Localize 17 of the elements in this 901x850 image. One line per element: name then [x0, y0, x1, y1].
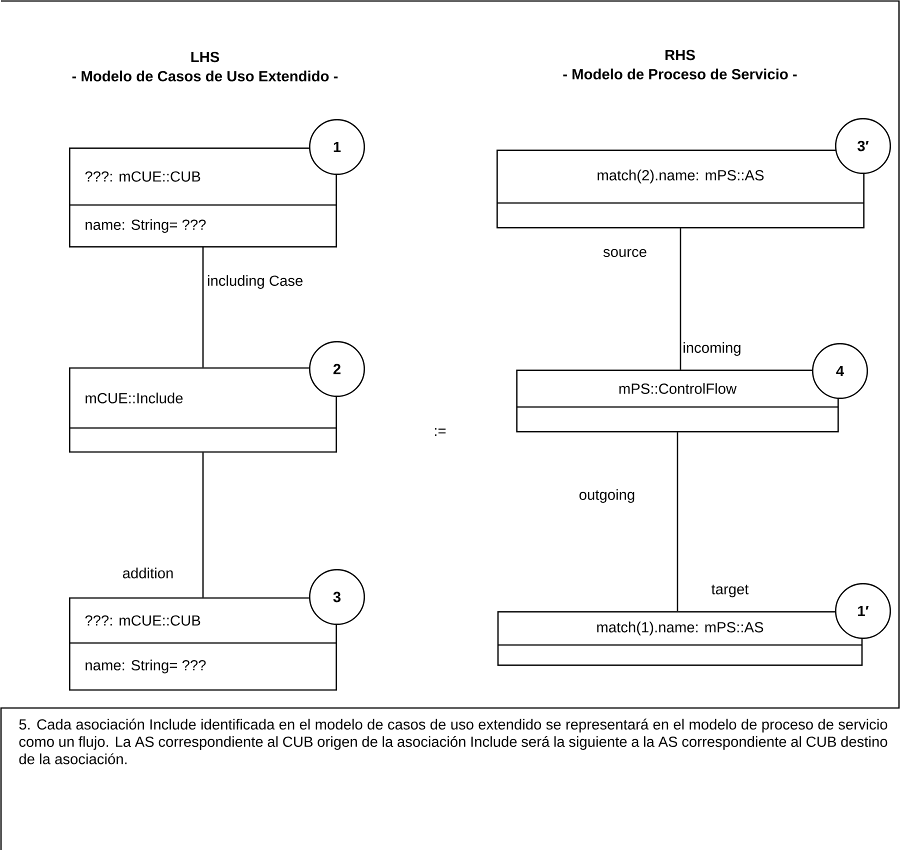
association-line — [202, 248, 204, 368]
heading: - Modelo de Casos de Uso Extendido - — [72, 70, 338, 82]
assignment-symbol: := — [435, 428, 446, 436]
heading: LHS — [191, 52, 220, 62]
role-label: including Case — [208, 275, 303, 289]
association-line — [676, 432, 678, 612]
node-label: 3′ — [857, 140, 869, 152]
role-label: incoming — [684, 342, 740, 356]
association-line — [680, 228, 682, 370]
role-label: addition — [122, 568, 173, 578]
role-label: outgoing — [579, 489, 634, 503]
role-label: source — [603, 249, 646, 258]
role-label: target — [711, 584, 749, 598]
association-line — [202, 452, 204, 598]
description-text: 5. Cada asociación Include identificada en el modelo de casos de uso extendido se representará en el modelo de proceso de servicio como un flujo. La AS correspondiente al CUB origen de la asociación Include será la siguiente a la AS correspondiente al CUB destino de la asociación. — [19, 718, 888, 764]
heading: - Modelo de Proceso de Servicio - — [563, 68, 797, 80]
heading: RHS — [666, 50, 695, 60]
